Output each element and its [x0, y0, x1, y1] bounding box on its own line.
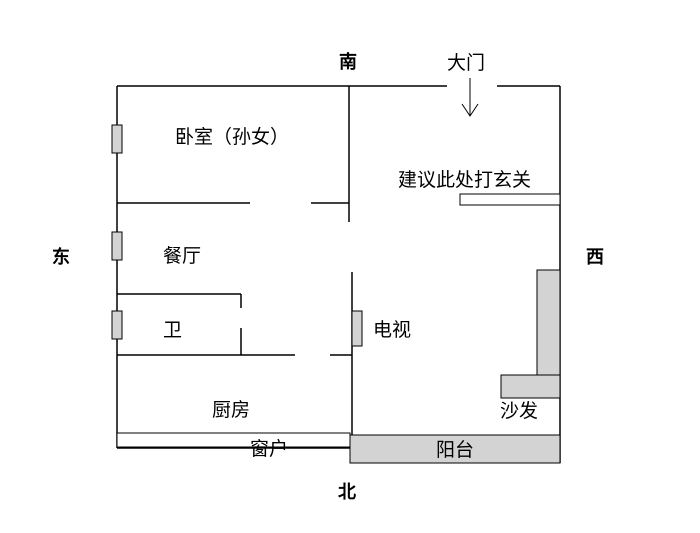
label-kitchen: 厨房	[212, 399, 250, 421]
label-tv: 电视	[373, 319, 411, 341]
balcony	[349, 434, 561, 464]
label-dining: 餐厅	[163, 245, 201, 267]
label-balcony: 阳台	[436, 439, 474, 461]
entrance-partition	[459, 193, 561, 206]
label-entrance-suggestion: 建议此处打玄关	[398, 169, 531, 191]
direction-north: 北	[338, 482, 356, 503]
interior-walls	[117, 86, 353, 435]
label-window: 窗户	[250, 438, 288, 460]
label-bathroom: 卫	[163, 319, 182, 341]
window-bedroom	[111, 124, 123, 154]
label-sofa: 沙发	[500, 400, 538, 422]
direction-south: 南	[339, 51, 357, 73]
window-bathroom	[111, 310, 123, 340]
door-arrow-icon	[461, 78, 479, 117]
sofa	[500, 269, 561, 399]
kitchen-window	[116, 432, 351, 448]
tv	[351, 310, 363, 347]
label-main-door: 大门	[447, 52, 485, 74]
window-dining	[111, 231, 123, 261]
direction-west: 西	[586, 247, 604, 268]
label-bedroom: 卧室（孙女）	[175, 126, 289, 148]
direction-east: 东	[52, 246, 70, 268]
